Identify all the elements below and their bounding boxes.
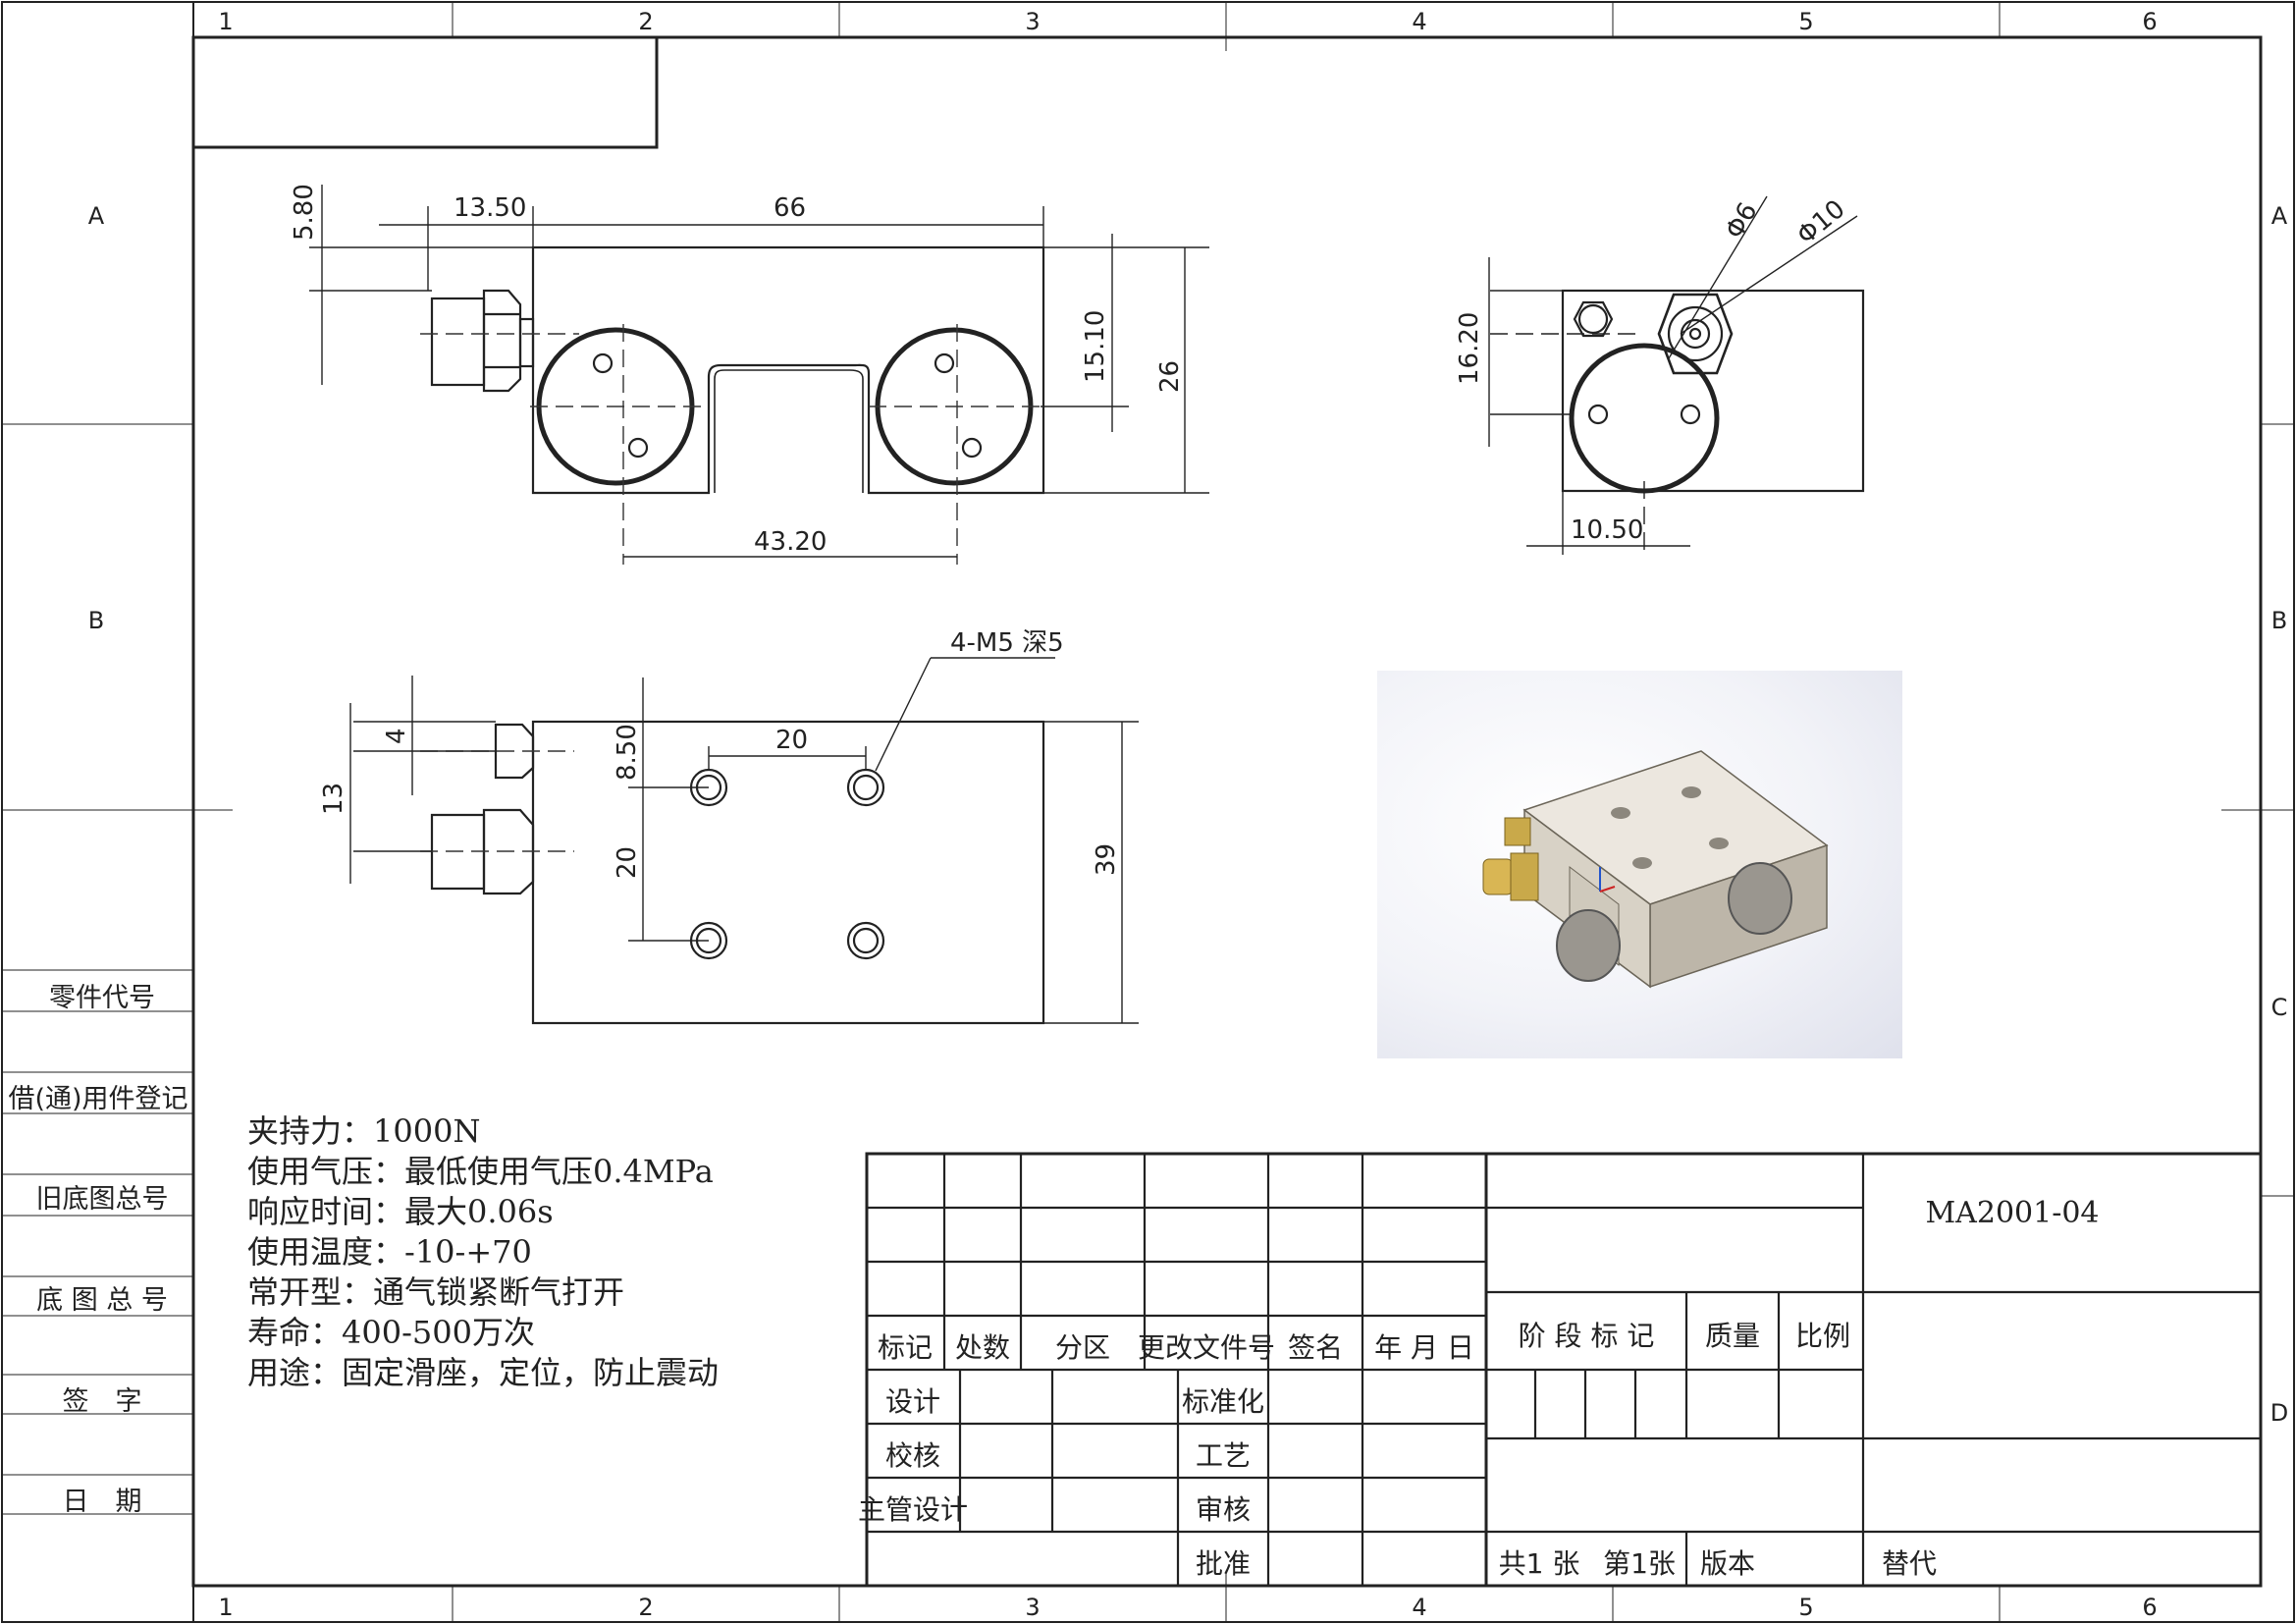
rev-header-zone: 分区 [1055, 1331, 1110, 1364]
dim-20-horizontal: 20 [775, 726, 808, 755]
side-label-old-base: 旧底图总号 [36, 1184, 169, 1215]
dim-13: 13 [319, 783, 348, 815]
col-label: 4 [1412, 8, 1426, 35]
dim-20-vertical: 20 [613, 846, 642, 879]
note-temperature: 使用温度：-10-+70 [247, 1233, 532, 1271]
side-label-signature: 签 字 [63, 1386, 142, 1417]
col-label: 5 [1798, 8, 1813, 35]
sheets-total: 共1 张 [1499, 1547, 1580, 1580]
front-view [430, 245, 1045, 495]
row-label: A [2271, 202, 2288, 230]
sign-review: 审核 [1196, 1493, 1251, 1526]
dim-13-50: 13.50 [454, 193, 526, 223]
sign-check: 校核 [885, 1439, 940, 1472]
row-label: D [2270, 1399, 2288, 1427]
col-label: 3 [1025, 8, 1040, 35]
sign-approve: 批准 [1196, 1547, 1251, 1580]
title-block [865, 1152, 2263, 1588]
row-label: B [88, 607, 104, 634]
note-usage: 用途：固定滑座，定位，防止震动 [247, 1354, 720, 1391]
dim-43-20: 43.20 [754, 527, 827, 557]
col-label: 6 [2142, 1594, 2157, 1621]
rev-header-sign: 签名 [1288, 1331, 1343, 1364]
row-label: A [88, 202, 105, 230]
col-label: 2 [638, 1594, 653, 1621]
hole-callout: 4-M5 深5 [950, 628, 1064, 658]
row-label: B [2271, 607, 2287, 634]
dim-dia-6: Φ6 [1720, 197, 1763, 244]
isometric-part-illustration [1482, 750, 1829, 989]
sign-standardization: 标准化 [1182, 1385, 1264, 1418]
rev-header-doc: 更改文件号 [1138, 1331, 1275, 1364]
stage-mass: 质量 [1705, 1320, 1760, 1352]
zone-labels: 1 2 3 4 5 6 1 2 3 4 5 6 A B A B C D [88, 8, 2288, 1621]
front-view-centerlines [420, 324, 1042, 565]
side-register-table [2, 969, 193, 1515]
dim-39: 39 [1092, 843, 1121, 876]
side-label-base-total: 底 图 总 号 [36, 1285, 168, 1316]
sign-lead-design: 主管设计 [858, 1493, 968, 1526]
top-view-centerlines [420, 750, 574, 852]
rev-header-count: 处数 [955, 1331, 1010, 1364]
col-label: 1 [218, 1594, 233, 1621]
note-clamping-force: 夹持力：1000N [247, 1112, 481, 1150]
side-register-labels: 零件代号 借(通)用件登记 旧底图总号 底 图 总 号 签 字 日 期 [8, 983, 187, 1517]
dim-dia-10: Φ10 [1791, 194, 1850, 250]
top-view-dimensions [349, 657, 1139, 1024]
rev-header-mark: 标记 [878, 1331, 933, 1364]
dim-5-80: 5.80 [290, 184, 319, 241]
note-type: 常开型：通气锁紧断气打开 [247, 1273, 625, 1311]
col-label: 5 [1798, 1594, 1813, 1621]
note-lifetime: 寿命：400-500万次 [247, 1314, 535, 1351]
title-block-text: 标记 处数 分区 更改文件号 签名 年 月 日 设计 校核 主管设计 标准化 工… [858, 1196, 2100, 1580]
dim-4: 4 [382, 728, 411, 744]
side-label-borrowed: 借(通)用件登记 [8, 1084, 187, 1114]
stage-mark: 阶 段 标 记 [1519, 1320, 1655, 1352]
dim-10-50: 10.50 [1571, 515, 1643, 545]
dim-26: 26 [1155, 360, 1185, 393]
note-air-pressure: 使用气压：最低使用气压0.4MPa [247, 1153, 714, 1190]
sheet-number: 第1张 [1603, 1547, 1676, 1580]
dim-66: 66 [774, 193, 806, 223]
stage-scale: 比例 [1795, 1320, 1850, 1352]
col-label: 4 [1412, 1594, 1426, 1621]
technical-notes: 夹持力：1000N 使用气压：最低使用气压0.4MPa 响应时间：最大0.06s… [247, 1111, 719, 1393]
replaces-label: 替代 [1882, 1547, 1937, 1580]
top-view-dim-text: 4 13 8.50 20 20 39 4-M5 深5 [319, 628, 1121, 879]
side-label-part-code: 零件代号 [49, 983, 155, 1013]
col-label: 3 [1025, 1594, 1040, 1621]
row-label: C [2271, 994, 2288, 1021]
drawing-number: MA2001-04 [1925, 1196, 2099, 1230]
isometric-render [1377, 671, 1902, 1058]
side-label-date: 日 期 [63, 1487, 142, 1517]
dim-16-20: 16.20 [1455, 312, 1484, 385]
side-view [1561, 289, 1865, 494]
front-view-dimensions [309, 185, 1209, 558]
dim-8-50: 8.50 [613, 724, 642, 781]
top-view [430, 720, 1045, 1025]
col-label: 1 [218, 8, 233, 35]
col-label: 6 [2142, 8, 2157, 35]
side-view-dimensions [1488, 195, 1858, 555]
version-label: 版本 [1700, 1547, 1755, 1580]
sign-design: 设计 [885, 1385, 940, 1418]
dim-15-10: 15.10 [1081, 310, 1110, 383]
sign-process: 工艺 [1196, 1439, 1251, 1472]
front-view-dim-text: 5.80 13.50 66 15.10 26 43.20 [290, 184, 1185, 557]
note-response-time: 响应时间：最大0.06s [247, 1193, 554, 1230]
col-label: 2 [638, 8, 653, 35]
rev-header-date: 年 月 日 [1374, 1331, 1474, 1364]
